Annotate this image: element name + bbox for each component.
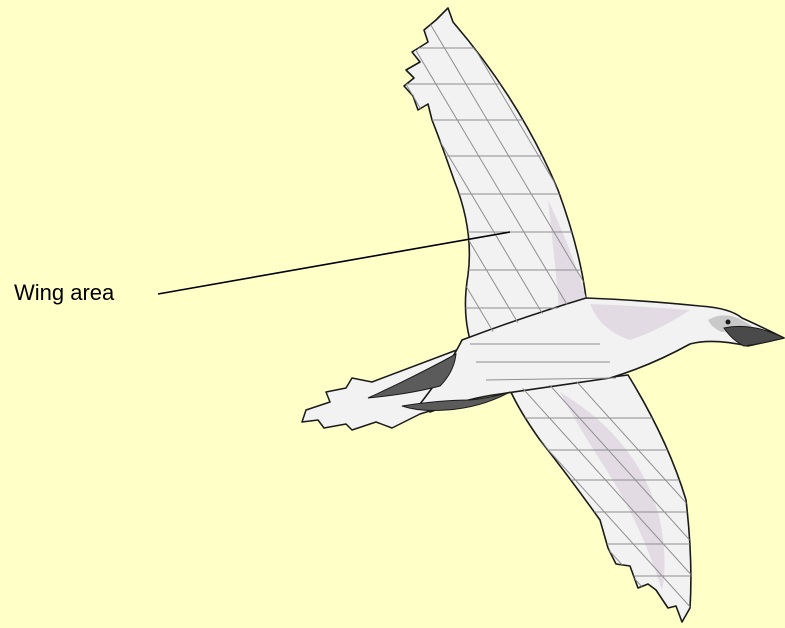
wing-area-label: Wing area	[14, 279, 114, 307]
eye-icon	[726, 320, 731, 325]
